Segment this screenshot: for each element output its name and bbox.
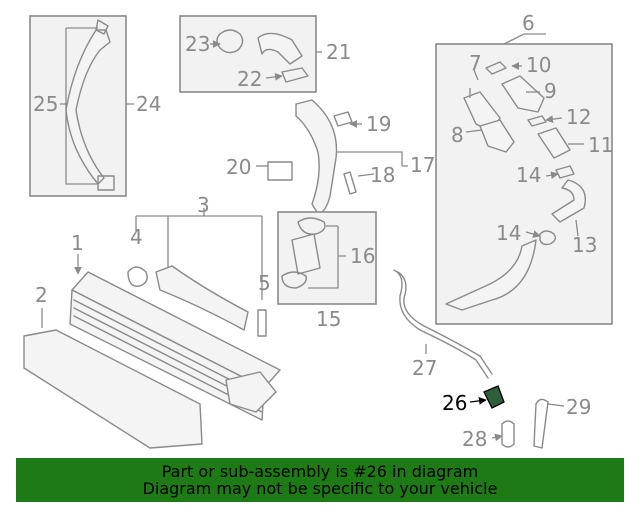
callout-5: 5 bbox=[258, 271, 271, 295]
callout-14-upper: 14 bbox=[516, 163, 541, 187]
callout-14-lower: 14 bbox=[496, 221, 521, 245]
callout-29: 29 bbox=[566, 395, 591, 419]
callout-21: 21 bbox=[326, 40, 351, 64]
highlighted-part-26 bbox=[469, 385, 505, 409]
callout-19: 19 bbox=[366, 112, 391, 136]
callout-25: 25 bbox=[33, 92, 58, 116]
callout-16: 16 bbox=[350, 244, 375, 268]
callout-10: 10 bbox=[526, 53, 551, 77]
hose-box-24 bbox=[29, 15, 134, 197]
callout-9: 9 bbox=[544, 79, 557, 103]
callout-17: 17 bbox=[410, 153, 435, 177]
callout-26: 26 bbox=[442, 391, 467, 415]
callout-6: 6 bbox=[522, 11, 535, 35]
hose-box-15 bbox=[277, 211, 377, 305]
hose-box-21 bbox=[179, 15, 322, 93]
callout-27: 27 bbox=[412, 356, 437, 380]
callout-4: 4 bbox=[130, 225, 143, 249]
callout-labels: 1 2 3 4 5 6 7 8 9 10 11 12 13 14 14 15 1… bbox=[33, 11, 613, 451]
callout-2: 2 bbox=[35, 283, 48, 307]
callout-24: 24 bbox=[136, 92, 161, 116]
callout-22: 22 bbox=[237, 67, 262, 91]
callout-1: 1 bbox=[71, 231, 84, 255]
callout-23: 23 bbox=[185, 32, 210, 56]
callout-7: 7 bbox=[469, 51, 482, 75]
callout-8: 8 bbox=[451, 123, 464, 147]
intercooler-1 bbox=[23, 254, 281, 449]
callout-20: 20 bbox=[226, 155, 251, 179]
banner-line-1: Part or sub-assembly is #26 in diagram bbox=[161, 462, 479, 481]
banner-line-2: Diagram may not be specific to your vehi… bbox=[142, 479, 498, 498]
callout-3: 3 bbox=[197, 193, 210, 217]
callout-13: 13 bbox=[572, 233, 597, 257]
pipe-box-6 bbox=[435, 33, 613, 325]
info-banner: Part or sub-assembly is #26 in diagram D… bbox=[16, 458, 624, 502]
hose-3 bbox=[127, 208, 267, 337]
callout-12: 12 bbox=[566, 105, 591, 129]
callout-15: 15 bbox=[316, 307, 341, 331]
callout-11: 11 bbox=[588, 133, 613, 157]
callout-28: 28 bbox=[462, 427, 487, 451]
callout-18: 18 bbox=[370, 163, 395, 187]
lower-hoses bbox=[393, 269, 565, 449]
